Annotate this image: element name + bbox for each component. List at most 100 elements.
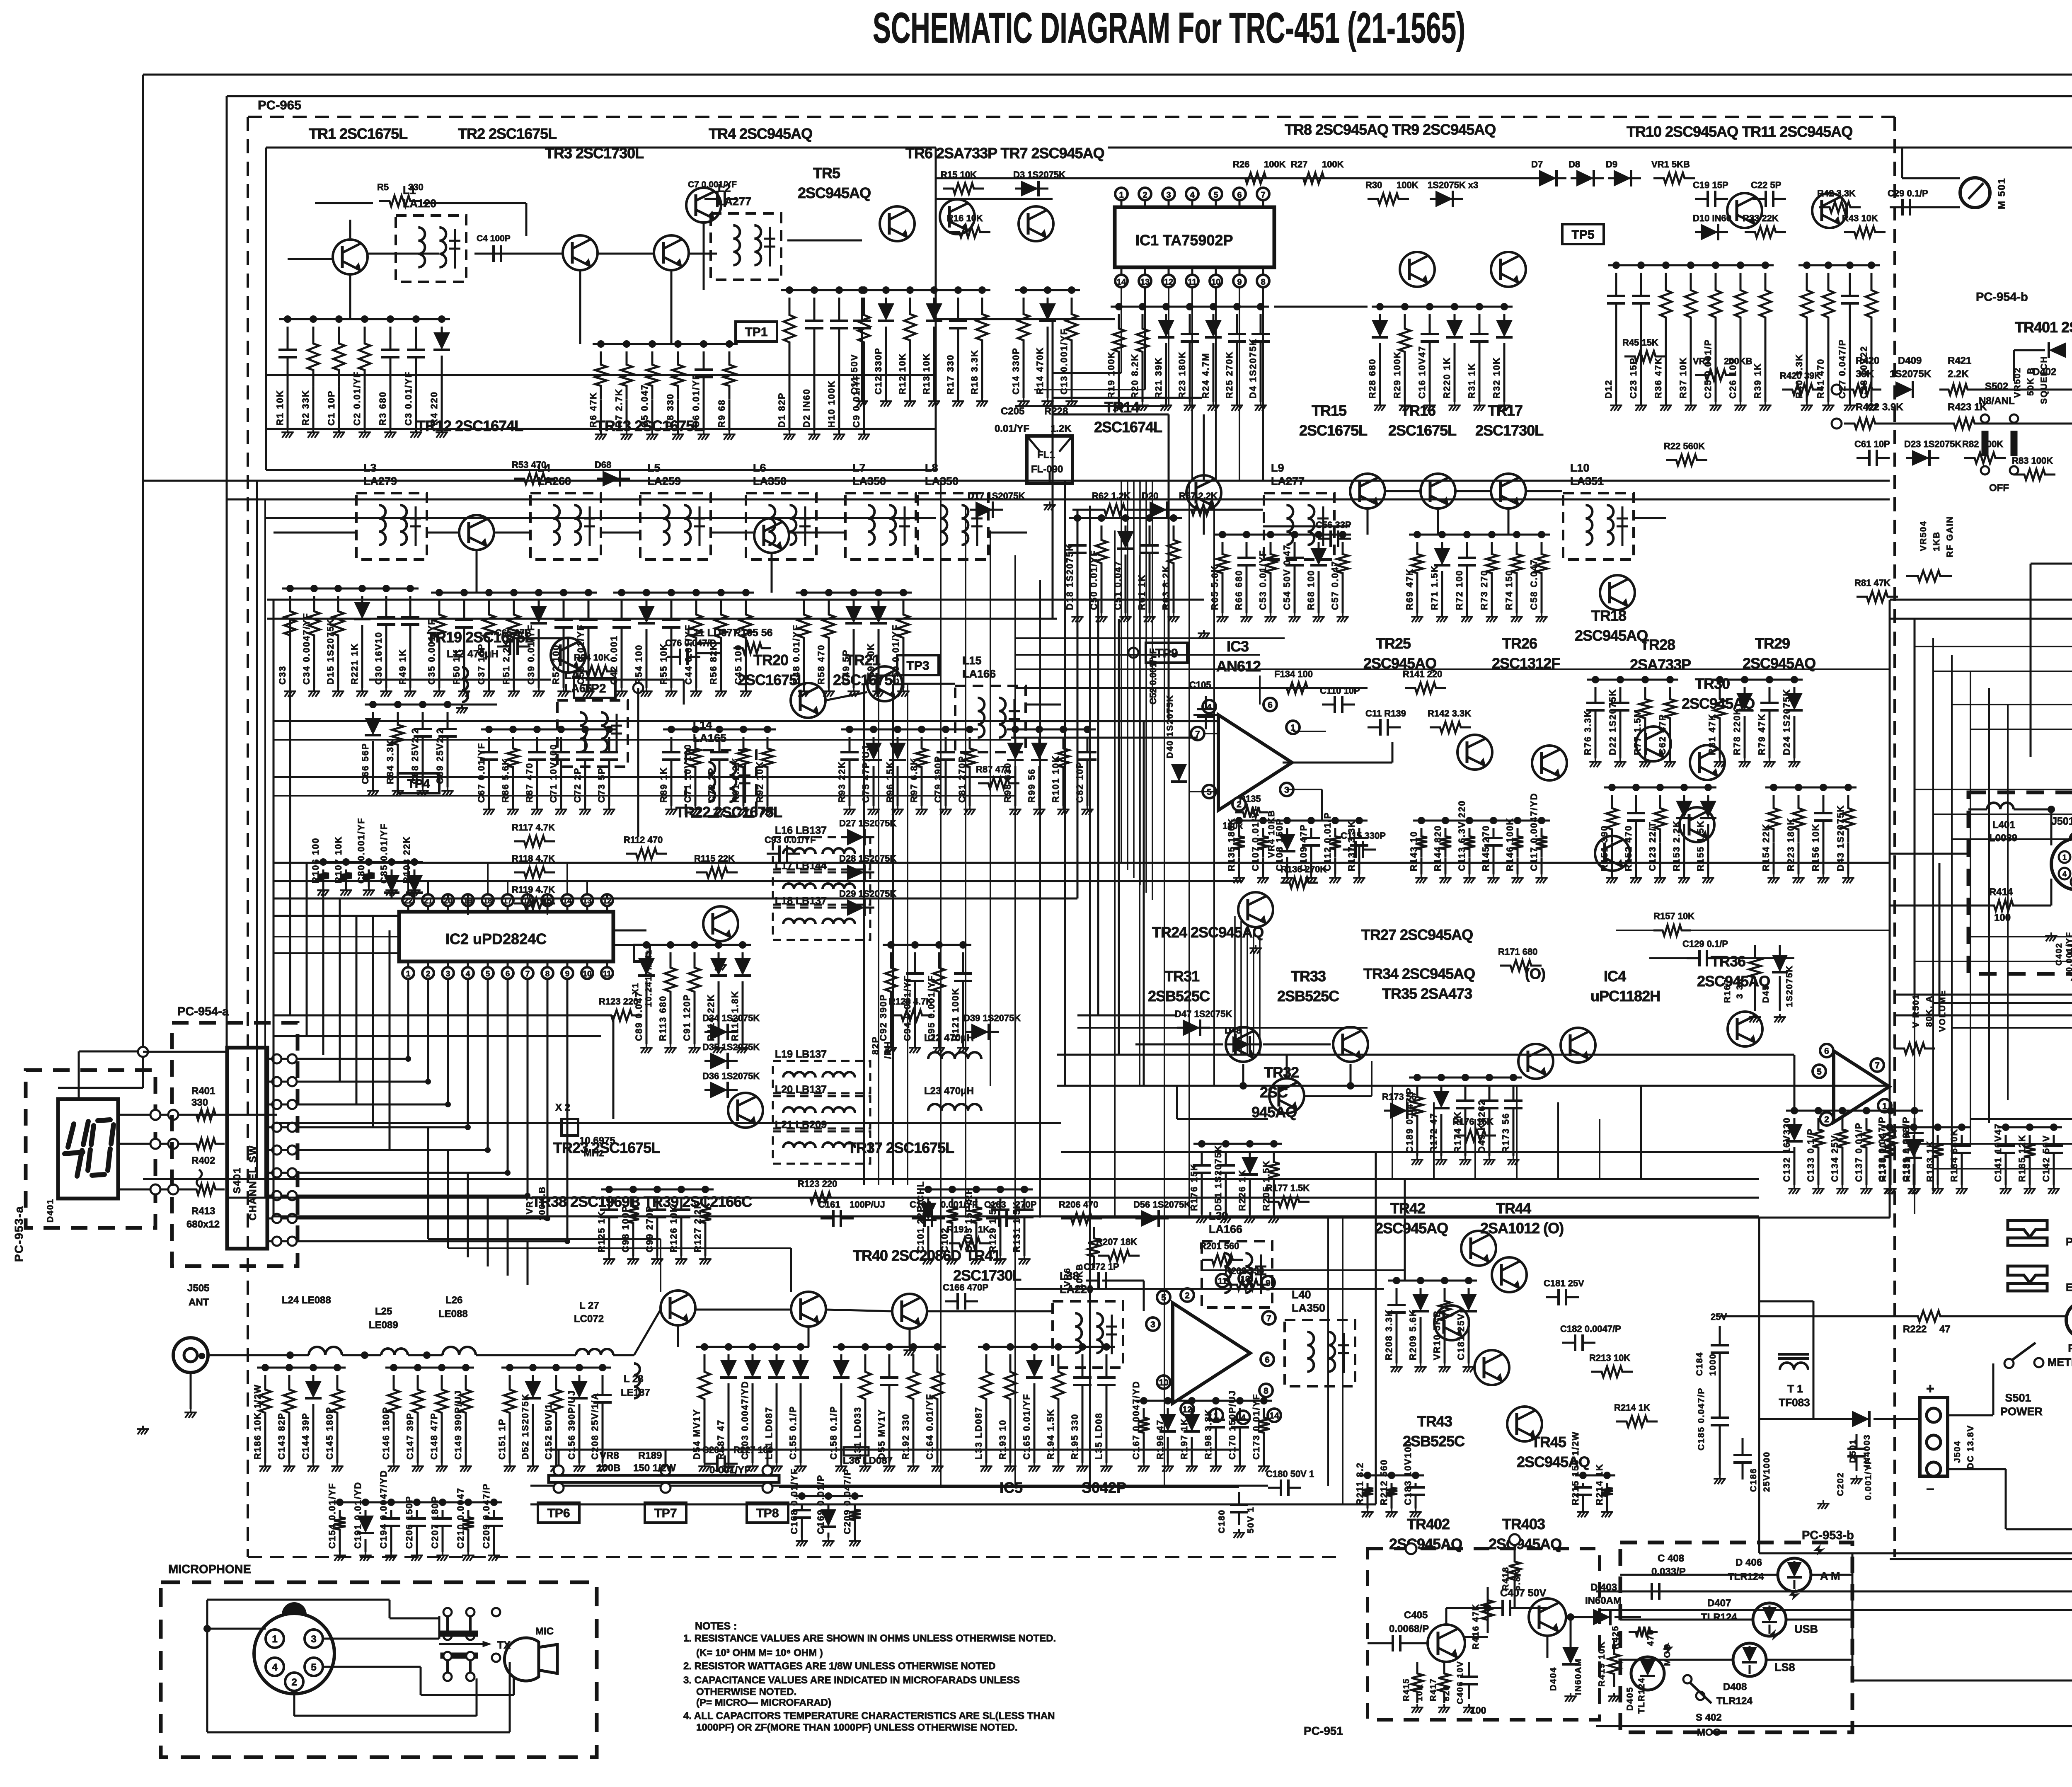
svg-text:R55 10K: R55 10K — [658, 643, 669, 685]
svg-text:C152 50V/1: C152 50V/1 — [543, 1403, 554, 1460]
svg-text:C146 180P: C146 180P — [381, 1407, 391, 1460]
svg-text:R179 10K: R179 10K — [1878, 1134, 1888, 1182]
svg-text:C6 0.01/YF: C6 0.01/YF — [691, 373, 701, 428]
svg-text:0.01/YF: 0.01/YF — [995, 423, 1029, 434]
svg-text:14: 14 — [1269, 1411, 1279, 1421]
svg-text:80K. A: 80K. A — [1924, 995, 1934, 1027]
svg-text:2SC1675L: 2SC1675L — [738, 671, 806, 688]
svg-text:VOLUME: VOLUME — [1938, 990, 1947, 1032]
svg-text:V R501: V R501 — [1911, 994, 1921, 1028]
svg-text:9: 9 — [1266, 1279, 1271, 1288]
svg-text:LA277: LA277 — [718, 195, 751, 208]
svg-text:R191: R191 — [947, 1224, 969, 1235]
svg-text:R413: R413 — [191, 1206, 215, 1217]
svg-text:R143 10: R143 10 — [1409, 831, 1419, 871]
svg-text:POWER: POWER — [2000, 1405, 2043, 1418]
svg-text:D29 1S2075K: D29 1S2075K — [839, 889, 896, 899]
svg-text:R423 1K: R423 1K — [1948, 402, 1987, 413]
svg-text:R201 560: R201 560 — [1200, 1241, 1239, 1251]
svg-text:L8: L8 — [925, 462, 938, 474]
svg-text:5: 5 — [486, 970, 490, 978]
svg-text:TR18: TR18 — [1591, 607, 1626, 624]
svg-text:R422 3.9K: R422 3.9K — [1856, 402, 1903, 413]
svg-text:50K B: 50K B — [2026, 367, 2036, 396]
svg-text:D45: D45 — [1761, 984, 1771, 1003]
svg-text:LE088: LE088 — [438, 1308, 468, 1320]
svg-text:PC-951: PC-951 — [1304, 1724, 1343, 1737]
svg-text:D10 IN60: D10 IN60 — [1693, 213, 1731, 223]
svg-text:R222: R222 — [1903, 1324, 1927, 1335]
svg-text:R207 18K: R207 18K — [1096, 1237, 1137, 1247]
svg-text:2SB525C: 2SB525C — [1277, 988, 1339, 1005]
svg-text:LA: LA — [564, 669, 579, 681]
svg-text:1: 1 — [1119, 191, 1123, 200]
svg-text:50V 1: 50V 1 — [1246, 1506, 1256, 1533]
svg-text:6: 6 — [1237, 191, 1242, 200]
svg-text:L19 LB137: L19 LB137 — [775, 1048, 827, 1060]
svg-text:C30 16V10: C30 16V10 — [373, 632, 384, 685]
svg-text:TR25: TR25 — [1376, 635, 1411, 652]
svg-text:R53 470: R53 470 — [512, 460, 546, 470]
svg-text:L36 LD087: L36 LD087 — [843, 1455, 893, 1466]
svg-text:C44 0.01/YF: C44 0.01/YF — [683, 624, 694, 685]
svg-text:L 27: L 27 — [579, 1300, 599, 1311]
svg-text:11: 11 — [1188, 278, 1196, 287]
svg-text:R420: R420 — [1856, 355, 1879, 366]
svg-text:S501: S501 — [2005, 1392, 2031, 1404]
svg-text:C406 10V: C406 10V — [1456, 1661, 1465, 1704]
svg-text:D48: D48 — [1225, 1025, 1241, 1036]
svg-text:C7 0.001/YF: C7 0.001/YF — [688, 180, 737, 189]
svg-text:R73 270: R73 270 — [1479, 570, 1489, 610]
svg-text:TP2: TP2 — [583, 682, 606, 695]
svg-text:9: 9 — [1237, 278, 1242, 287]
svg-text:R119 4.7K: R119 4.7K — [512, 884, 555, 895]
svg-text:IC2 uPD2824C: IC2 uPD2824C — [445, 930, 547, 947]
svg-text:C181 25V: C181 25V — [1456, 1313, 1466, 1360]
svg-text:C3 0.01/YF: C3 0.01/YF — [403, 371, 414, 426]
svg-text:1: 1 — [2062, 853, 2067, 862]
svg-text:TR402: TR402 — [1407, 1516, 1450, 1533]
svg-text:C138 0.047/P: C138 0.047/P — [1877, 1116, 1887, 1182]
svg-text:1000: 1000 — [1708, 1353, 1718, 1376]
svg-text:C139 0.068/P: C139 0.068/P — [1901, 1116, 1911, 1182]
svg-text:R81 47K: R81 47K — [1854, 578, 1890, 588]
svg-text:C33: C33 — [277, 666, 288, 685]
svg-text:EXT SP: EXT SP — [2066, 1281, 2072, 1293]
svg-text:(K= 10³ OHM M= 10⁶ OHM ): (K= 10³ OHM M= 10⁶ OHM ) — [696, 1647, 823, 1659]
svg-text:2SC945AQ: 2SC945AQ — [1697, 973, 1770, 990]
svg-text:VR504: VR504 — [1919, 521, 1928, 551]
svg-text:TR6 2SA733P TR7 2SC945AQ: TR6 2SA733P TR7 2SC945AQ — [905, 145, 1104, 162]
svg-text:4: 4 — [1190, 191, 1195, 200]
svg-text:R211 8.2: R211 8.2 — [1355, 1462, 1365, 1505]
svg-text:R5: R5 — [377, 182, 389, 192]
svg-text:4: 4 — [2062, 870, 2067, 878]
svg-text:C148 47P: C148 47P — [429, 1412, 439, 1460]
svg-text:TR21: TR21 — [845, 651, 881, 668]
svg-text:3: 3 — [1150, 1320, 1155, 1329]
svg-text:C80 0.001/YF: C80 0.001/YF — [356, 817, 366, 884]
svg-text:R83 100K: R83 100K — [2012, 455, 2053, 466]
svg-text:8: 8 — [1264, 1386, 1268, 1396]
svg-text:R101 10K: R101 10K — [1051, 755, 1061, 803]
svg-text:R87 470: R87 470 — [524, 763, 535, 803]
svg-text:R18 3.3K: R18 3.3K — [969, 349, 980, 395]
svg-text:VR4 10KB: VR4 10KB — [1267, 810, 1276, 858]
svg-text:4: 4 — [466, 970, 470, 978]
svg-text:L25: L25 — [375, 1306, 392, 1317]
svg-text:R221 1K: R221 1K — [349, 643, 360, 685]
svg-text:C181 25V: C181 25V — [1544, 1278, 1584, 1288]
svg-text:2SB525C: 2SB525C — [1403, 1433, 1465, 1450]
svg-text:10: 10 — [583, 970, 591, 978]
svg-text:C98 100P: C98 100P — [620, 1205, 631, 1252]
svg-text:8: 8 — [1261, 278, 1265, 287]
svg-text:L10: L10 — [1570, 462, 1590, 474]
svg-text:C168 0.01/YF: C168 0.01/YF — [789, 1468, 799, 1534]
svg-text:R167: R167 — [1723, 979, 1732, 1003]
svg-text:TR23 2SC1675L: TR23 2SC1675L — [553, 1139, 660, 1156]
svg-text:R6 47K: R6 47K — [588, 392, 598, 428]
svg-text:R141 220: R141 220 — [1403, 669, 1442, 679]
svg-text:R79 47K: R79 47K — [1757, 713, 1767, 755]
svg-text:D56 1S2075K: D56 1S2075K — [1133, 1199, 1191, 1210]
svg-text:C1 10P: C1 10P — [326, 390, 336, 426]
svg-text:2SC945AQ: 2SC945AQ — [1489, 1535, 1561, 1552]
